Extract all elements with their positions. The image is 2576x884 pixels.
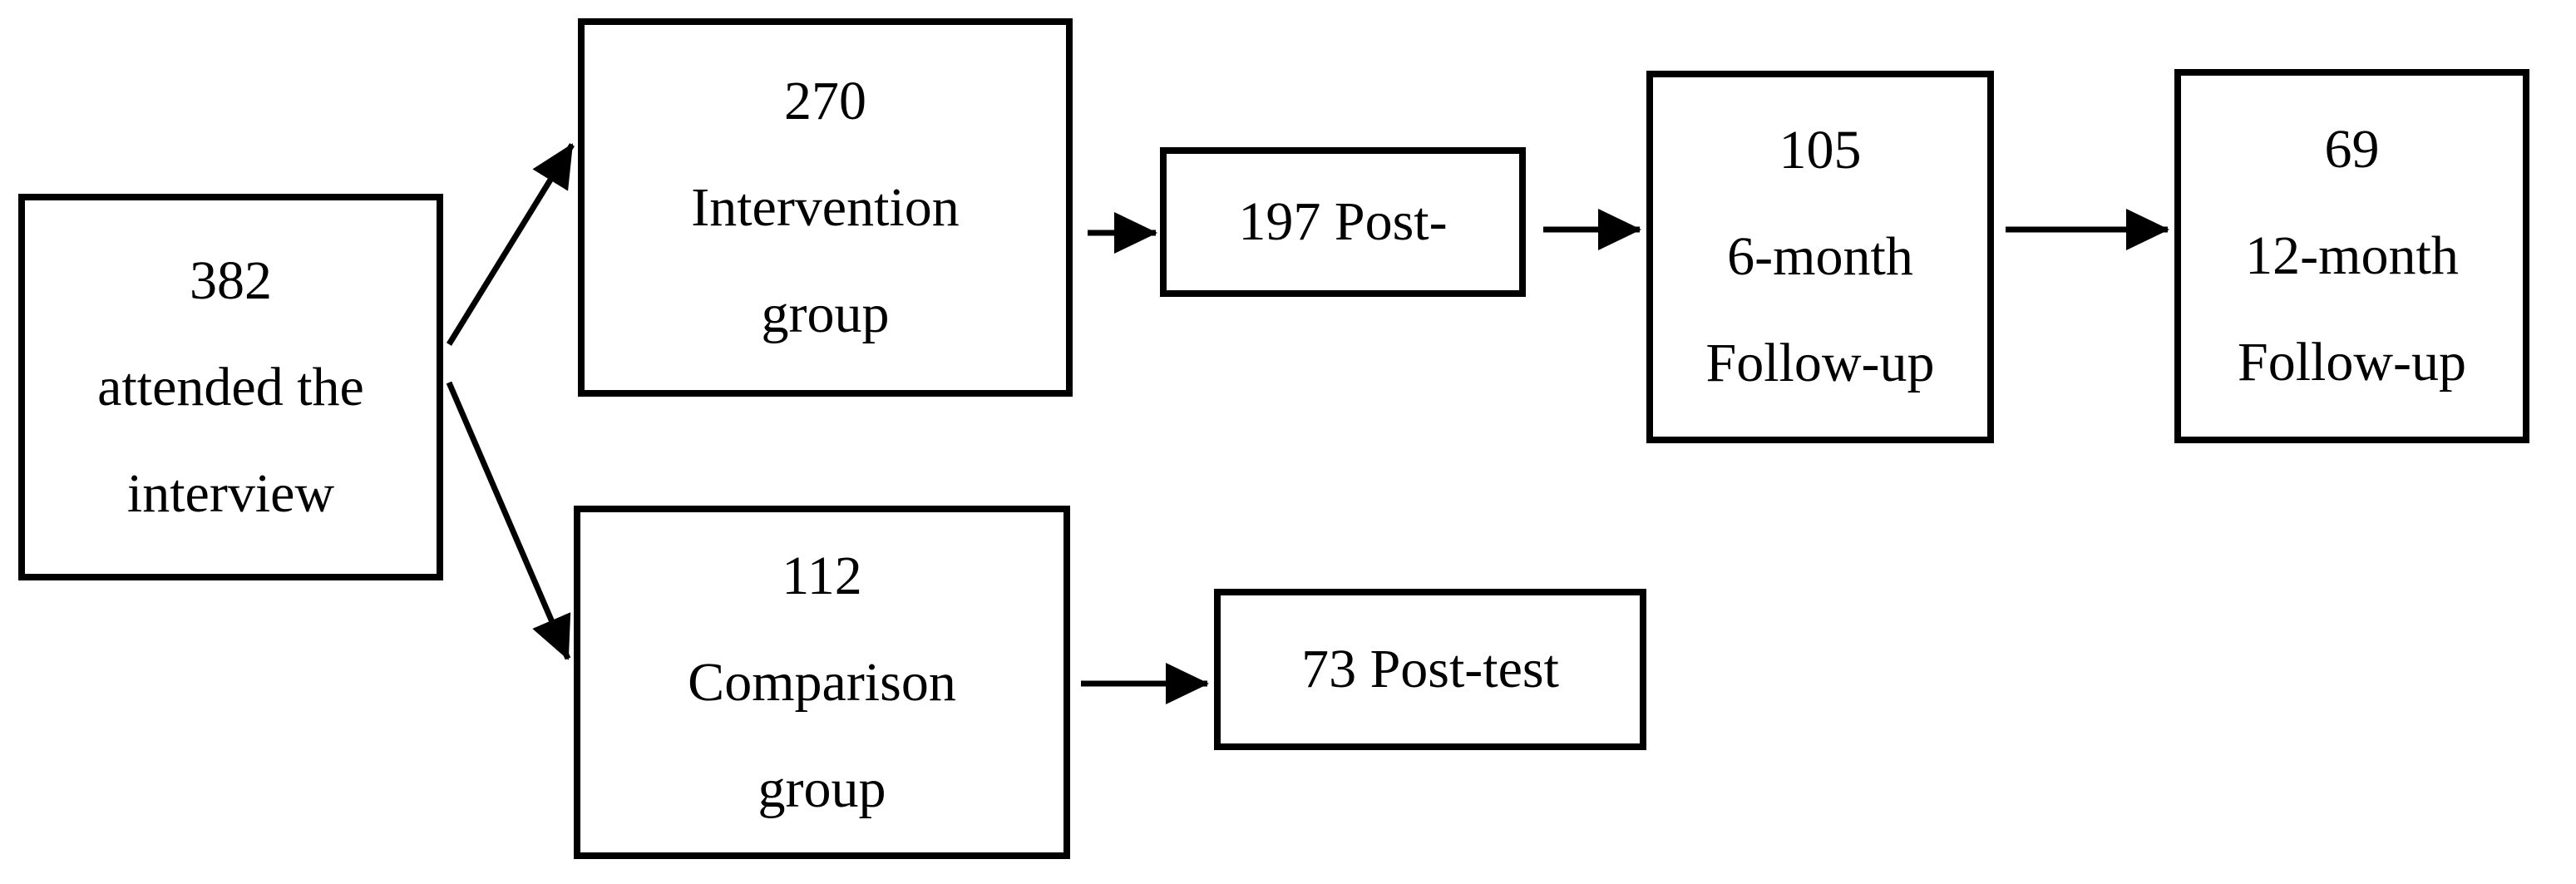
node-text-line: 12-month — [2245, 225, 2459, 286]
node-attended-interview: 382 attended the interview — [18, 194, 443, 580]
node-text-line: 6-month — [1727, 226, 1913, 287]
node-comparison-posttest: 73 Post-test — [1214, 589, 1646, 750]
node-intervention-group: 270 Intervention group — [578, 18, 1073, 397]
node-intervention-posttest: 197 Post- — [1160, 147, 1526, 297]
node-text-line: 270 — [784, 70, 866, 131]
arrow-attended-to-intervention — [447, 143, 575, 346]
node-twelve-month-followup: 69 12-month Follow-up — [2174, 69, 2529, 443]
node-text-line: 382 — [190, 249, 272, 311]
node-text-line: group — [758, 758, 886, 819]
node-text-line: 105 — [1779, 120, 1862, 180]
node-text-line: interview — [126, 462, 335, 524]
node-text-line: 112 — [782, 545, 862, 606]
arrow-attended-to-intervention-line — [447, 143, 575, 346]
node-text-line: group — [761, 283, 890, 344]
node-text-line: Follow-up — [2237, 332, 2467, 393]
node-six-month-followup: 105 6-month Follow-up — [1646, 71, 1994, 443]
arrow-attended-to-comparison-line — [446, 381, 571, 660]
node-text-line: Comparison — [688, 651, 956, 713]
node-text-line: 73 Post-test — [1301, 639, 1559, 699]
node-text-line: 69 — [2324, 119, 2380, 180]
node-text-line: 197 Post- — [1238, 191, 1448, 252]
node-text-line: attended the — [97, 356, 364, 417]
node-comparison-group: 112 Comparison group — [574, 506, 1070, 859]
arrow-attended-to-comparison — [446, 381, 571, 660]
node-text-line: Follow-up — [1705, 333, 1935, 393]
node-text-line: Intervention — [691, 176, 960, 238]
